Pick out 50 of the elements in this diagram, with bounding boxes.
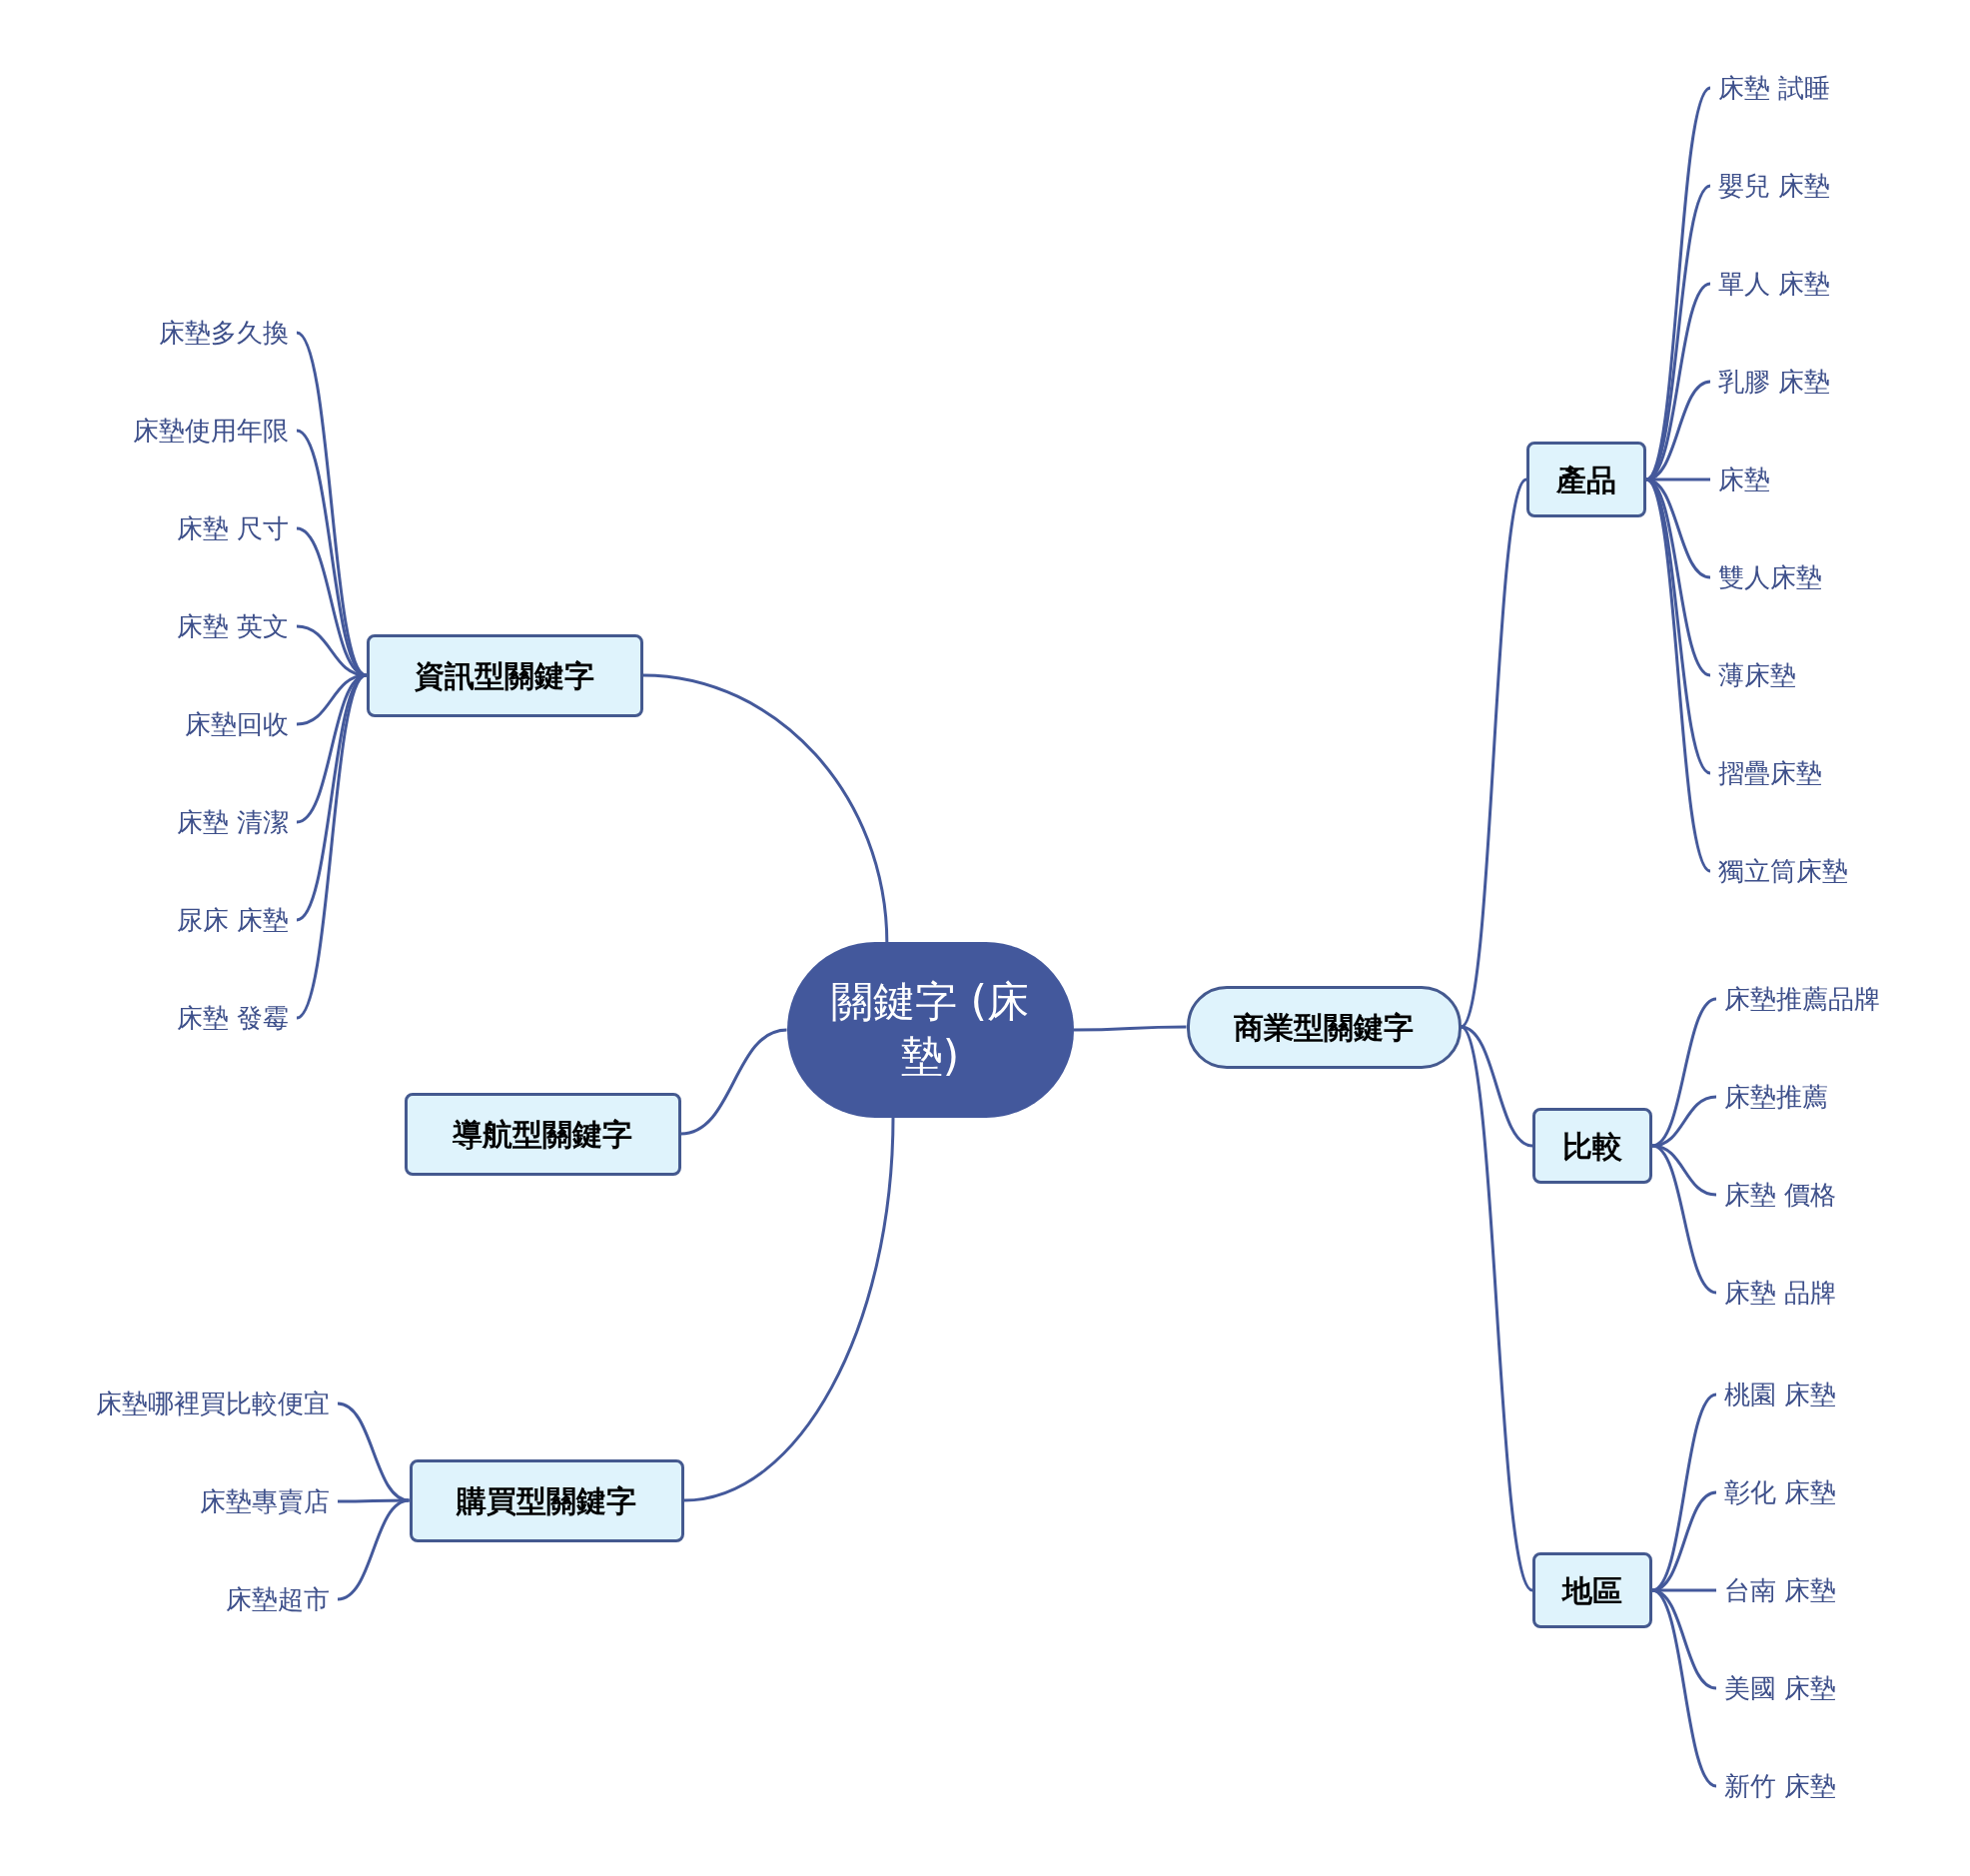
keyword-label: 床墊推薦品牌 bbox=[1724, 982, 1880, 1016]
connector-line bbox=[337, 1498, 410, 1601]
keyword-label: 床墊超市 bbox=[226, 1582, 330, 1616]
keyword-label: 床墊使用年限 bbox=[133, 414, 289, 448]
connector-line bbox=[1651, 1095, 1717, 1148]
keyword-label: 獨立筒床墊 bbox=[1718, 854, 1848, 888]
keyword-label: 摺疊床墊 bbox=[1718, 756, 1822, 790]
connector-line bbox=[337, 1402, 410, 1502]
connector-line bbox=[642, 673, 889, 945]
keyword-label: 台南 床墊 bbox=[1724, 1573, 1837, 1607]
keyword-label: 單人 床墊 bbox=[1718, 267, 1831, 301]
keyword-label: 床墊 英文 bbox=[176, 609, 289, 643]
branch-topic: 資訊型關鍵字 bbox=[366, 633, 643, 717]
connector-line bbox=[680, 1028, 787, 1136]
keyword-label: 薄床墊 bbox=[1718, 658, 1796, 692]
connector-line bbox=[683, 1115, 895, 1502]
connector-line bbox=[1460, 1026, 1534, 1591]
keyword-label: 床墊多久換 bbox=[159, 316, 289, 350]
keyword-label: 床墊 試睡 bbox=[1718, 71, 1831, 105]
keyword-label: 乳膠 床墊 bbox=[1718, 365, 1831, 399]
connector-line bbox=[1460, 478, 1528, 1028]
subtopic: 比較 bbox=[1532, 1108, 1652, 1184]
branch-topic: 購買型關鍵字 bbox=[409, 1458, 684, 1542]
keyword-label: 新竹 床墊 bbox=[1724, 1769, 1837, 1803]
keyword-label: 床墊專賣店 bbox=[200, 1484, 330, 1518]
keyword-label: 彰化 床墊 bbox=[1724, 1475, 1837, 1509]
keyword-label: 嬰兒 床墊 bbox=[1718, 169, 1831, 203]
keyword-label: 床墊回收 bbox=[185, 707, 289, 741]
keyword-label: 床墊 清潔 bbox=[176, 805, 289, 839]
connector-line bbox=[1461, 1025, 1533, 1148]
branch-topic: 商業型關鍵字 bbox=[1186, 985, 1462, 1069]
keyword-label: 桃園 床墊 bbox=[1724, 1378, 1837, 1411]
connector-line bbox=[1651, 1490, 1717, 1592]
central-topic: 關鍵字 (床墊) bbox=[786, 942, 1074, 1118]
connector-line bbox=[1073, 1025, 1187, 1032]
subtopic: 產品 bbox=[1526, 442, 1646, 517]
subtopic: 地區 bbox=[1532, 1552, 1652, 1628]
connector-line bbox=[1651, 1144, 1717, 1295]
keyword-label: 床墊哪裡買比較便宜 bbox=[96, 1387, 330, 1420]
keyword-label: 雙人床墊 bbox=[1718, 560, 1822, 594]
connector-line bbox=[1651, 1588, 1717, 1788]
keyword-label: 床墊推薦 bbox=[1724, 1080, 1828, 1114]
keyword-label: 床墊 品牌 bbox=[1724, 1276, 1837, 1310]
keyword-label: 尿床 床墊 bbox=[176, 903, 289, 937]
keyword-label: 床墊 尺寸 bbox=[176, 511, 289, 545]
keyword-label: 床墊 發霉 bbox=[176, 1001, 289, 1035]
branch-topic: 導航型關鍵字 bbox=[404, 1092, 681, 1176]
keyword-label: 床墊 價格 bbox=[1724, 1178, 1837, 1212]
keyword-label: 床墊 bbox=[1718, 463, 1770, 496]
keyword-label: 美國 床墊 bbox=[1724, 1671, 1837, 1705]
